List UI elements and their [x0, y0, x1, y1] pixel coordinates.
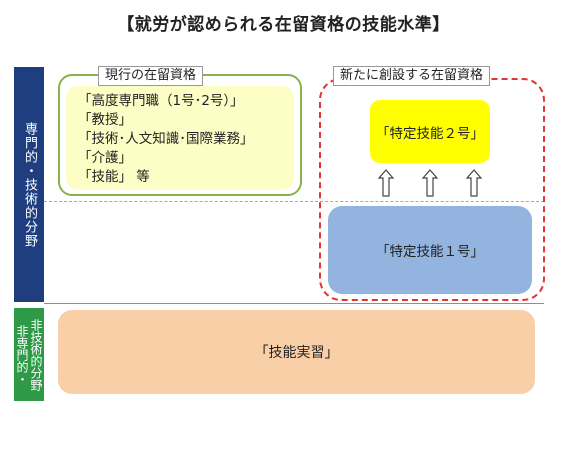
current-status-item: 「技能」 等 [78, 169, 150, 185]
current-status-label: 現行の在留資格 [98, 66, 204, 86]
current-status-item: 「介護」 [78, 150, 132, 166]
sidebar-non-technical-label-1: 非専門的・ [15, 324, 29, 385]
sidebar-non-technical-label-2: 非技術的分野 [29, 318, 43, 391]
level-divider-dashed [44, 201, 544, 202]
field-divider-solid [44, 303, 544, 304]
new-status-label: 新たに創設する在留資格 [333, 66, 491, 86]
specified-skill-2-box: 「特定技能２号」 [370, 100, 490, 163]
specified-skill-1-box: 「特定技能１号」 [328, 206, 532, 294]
specified-skill-1-label: 「特定技能１号」 [376, 244, 484, 260]
specified-skill-2-label: 「特定技能２号」 [376, 125, 484, 142]
technical-intern-label: 「技能実習」 [254, 345, 339, 361]
sidebar-technical-field: 専門的・技術的分野 [14, 67, 44, 302]
current-status-item: 「教授」 [78, 112, 132, 128]
up-arrow-icon [421, 169, 439, 197]
technical-intern-box: 「技能実習」 [58, 310, 535, 394]
current-status-list: 「高度専門職（1号･2号）」 「教授」 「技術･人文知識･国際業務」 「介護」 … [66, 86, 294, 190]
sidebar-technical-label: 専門的・技術的分野 [22, 121, 37, 248]
diagram-title: 【就労が認められる在留資格の技能水準】 [117, 15, 450, 35]
current-status-item: 「高度専門職（1号･2号）」 [78, 93, 244, 109]
up-arrow-icon [377, 169, 395, 197]
up-arrow-icon-group [377, 169, 483, 197]
sidebar-non-technical-field: 非専門的・ 非技術的分野 [14, 308, 44, 401]
up-arrow-icon [465, 169, 483, 197]
current-status-item: 「技術･人文知識･国際業務」 [78, 131, 254, 147]
